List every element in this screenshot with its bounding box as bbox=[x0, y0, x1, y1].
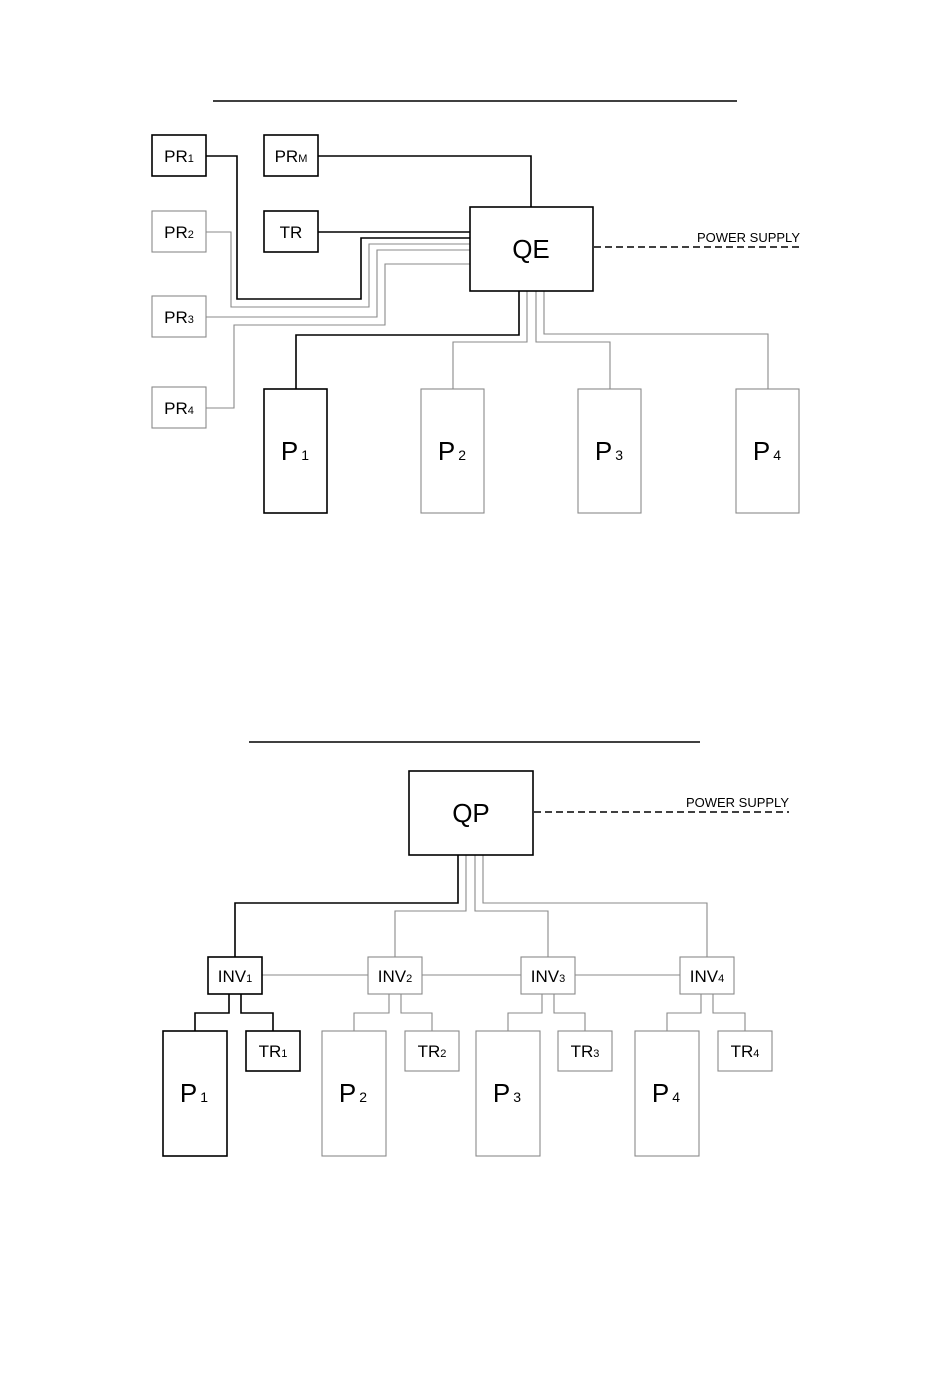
controller-qp-label: QP bbox=[452, 798, 490, 828]
transducer-tr-label: TR bbox=[280, 223, 303, 242]
power-supply-label: POWER SUPPLY bbox=[697, 230, 800, 245]
diagram2-connections bbox=[195, 855, 745, 1031]
controller-qe-label: QE bbox=[512, 234, 550, 264]
power-supply-label-2: POWER SUPPLY bbox=[686, 795, 789, 810]
